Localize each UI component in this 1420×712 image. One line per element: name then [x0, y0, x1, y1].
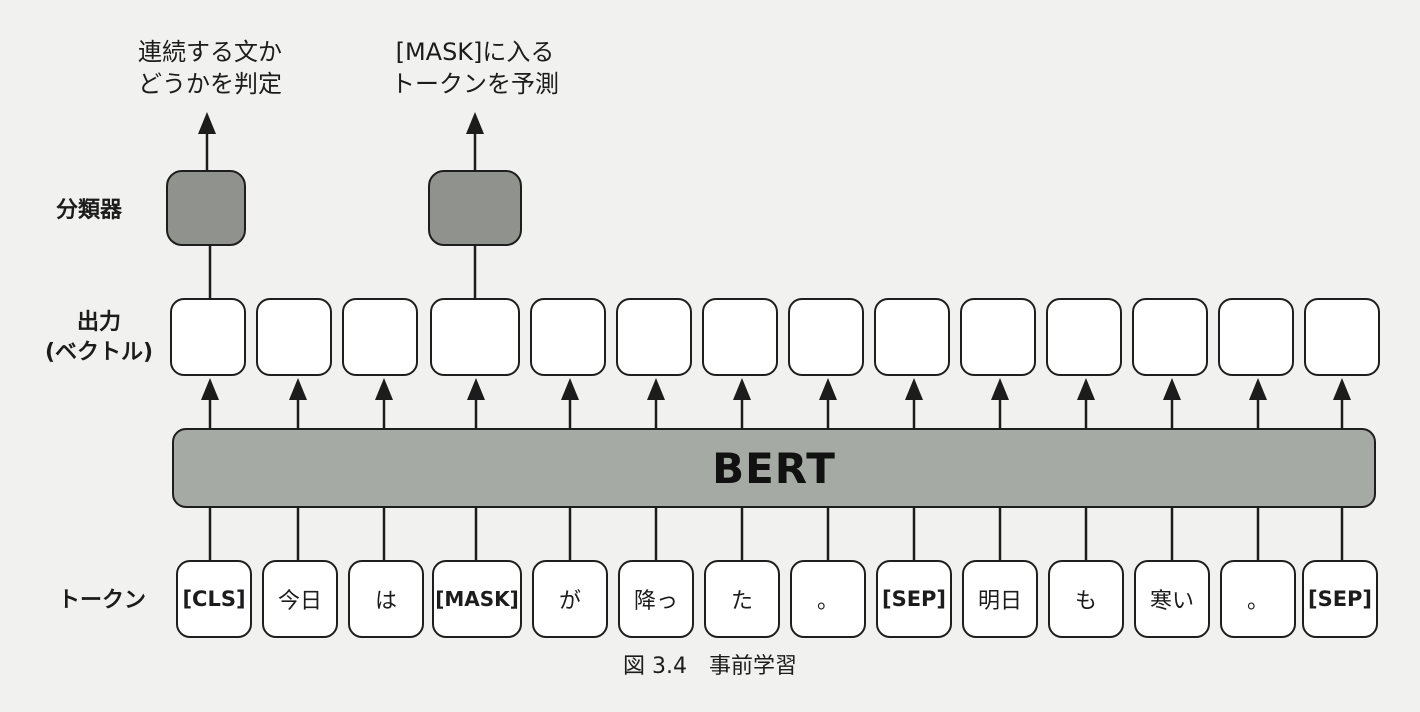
output-vector-10	[960, 298, 1036, 376]
classifier-row-label: 分類器	[56, 198, 123, 223]
output-row-label-line1: 出力	[76, 310, 121, 335]
output-vector-7	[702, 298, 778, 376]
bert-label: BERT	[712, 443, 836, 493]
nsp-output-label-line2: どうかを判定	[138, 70, 282, 98]
output-vector-11	[1046, 298, 1122, 376]
token-box: [SEP]	[1302, 560, 1378, 638]
figure-caption: 図 3.4 事前学習	[623, 654, 797, 679]
mlm-output-label-line1: [MASK]に入る	[395, 38, 555, 66]
bert-to-output-arrowhead	[991, 378, 1009, 400]
token-box: 寒い	[1134, 560, 1210, 638]
token-box: 。	[790, 560, 866, 638]
nsp-classifier-box	[166, 170, 246, 246]
bert-to-output-arrowhead	[905, 378, 923, 400]
output-vector-8	[788, 298, 864, 376]
bert-to-output-arrowhead	[1249, 378, 1267, 400]
mlm-output-label: [MASK]に入る トークンを予測	[370, 36, 580, 100]
bert-to-output-arrowhead	[1333, 378, 1351, 400]
token-box: [CLS]	[176, 560, 252, 638]
token-box: [MASK]	[432, 560, 522, 638]
token-box: た	[704, 560, 780, 638]
bert-to-output-arrowhead	[819, 378, 837, 400]
mlm-classifier-box	[428, 170, 522, 246]
mlm-output-label-line2: トークンを予測	[391, 70, 559, 98]
nsp-output-label-line1: 連続する文か	[138, 38, 282, 66]
token-box: が	[532, 560, 608, 638]
output-vector-3	[342, 298, 418, 376]
bert-model-block: BERT	[172, 428, 1376, 508]
token-box: 降っ	[618, 560, 694, 638]
mlm-classifier-arrowhead	[466, 112, 484, 134]
nsp-classifier-arrowhead	[198, 112, 216, 134]
output-vector-mask	[430, 298, 520, 376]
bert-to-output-arrowhead	[289, 378, 307, 400]
bert-to-output-arrowhead	[647, 378, 665, 400]
output-vector-9	[874, 298, 950, 376]
token-box: 。	[1220, 560, 1296, 638]
bert-to-output-arrowhead	[1077, 378, 1095, 400]
bert-to-output-arrowhead	[733, 378, 751, 400]
token-row-label: トークン	[58, 588, 147, 613]
output-vector-12	[1132, 298, 1208, 376]
token-box: [SEP]	[876, 560, 952, 638]
token-box: 明日	[962, 560, 1038, 638]
token-box: 今日	[262, 560, 338, 638]
bert-to-output-arrowhead	[201, 378, 219, 400]
output-row-label-line2: (ベクトル)	[44, 340, 154, 365]
output-row-label: 出力 (ベクトル)	[34, 308, 164, 368]
output-vector-2	[256, 298, 332, 376]
output-vector-14	[1304, 298, 1380, 376]
output-vector-6	[616, 298, 692, 376]
output-vector-13	[1218, 298, 1294, 376]
nsp-output-label: 連続する文か どうかを判定	[110, 36, 310, 100]
bert-to-output-arrowhead	[467, 378, 485, 400]
bert-to-output-arrowhead	[1163, 378, 1181, 400]
bert-to-output-arrowhead	[561, 378, 579, 400]
output-vector-5	[530, 298, 606, 376]
token-box: は	[348, 560, 424, 638]
output-vector-cls	[170, 298, 246, 376]
bert-to-output-arrowhead	[375, 378, 393, 400]
token-box: も	[1048, 560, 1124, 638]
